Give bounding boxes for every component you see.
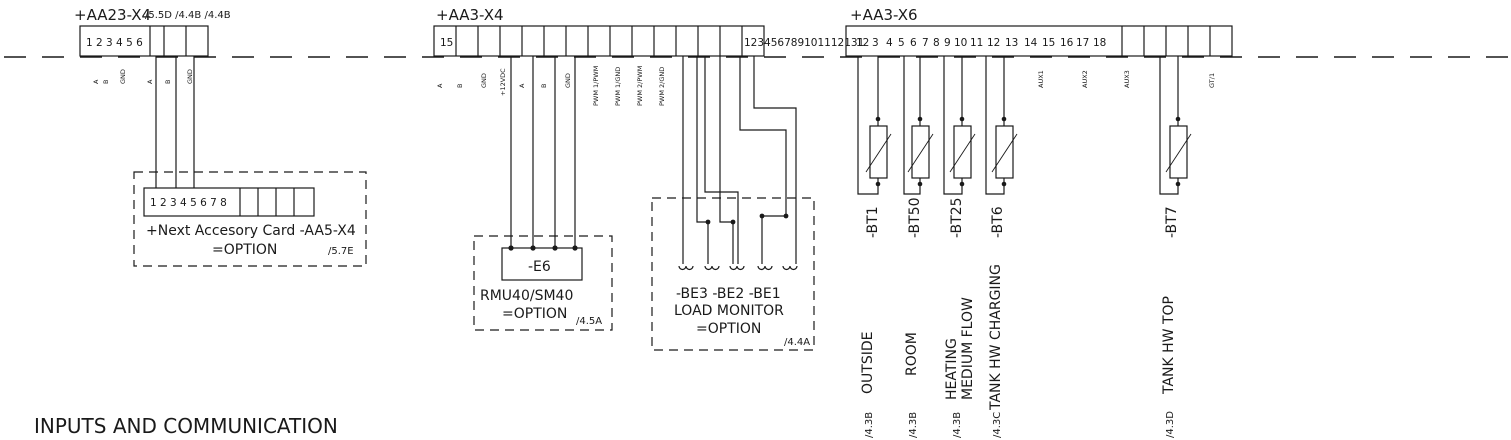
strip-aa3x4-terminals: 123456789101112131 <box>744 37 864 49</box>
aa3x6-term-5: 7 <box>922 37 929 49</box>
load-monitor-option: =OPTION <box>696 321 761 337</box>
sensor-bt6: -BT6 TANK HW CHARGING /4.3C <box>985 56 1018 438</box>
aa3x6-term-4: 6 <box>910 37 917 49</box>
aa3x6-term-14: 16 <box>1060 37 1074 49</box>
aa3x4-sig-5: B <box>540 84 548 88</box>
sensor-bt6-ref: /4.3C <box>992 412 1003 438</box>
aa3x6-sig-gt1: GT/1 <box>1208 73 1216 88</box>
aa3x4-sig-3: +12VDC <box>499 68 507 96</box>
strip-aa3x6-title: +AA3-X6 <box>850 6 918 24</box>
aa3x4-sig-7: PWM 1/PWM <box>592 66 600 106</box>
sensor-bt1: -BT1 OUTSIDE /4.3B <box>857 56 892 438</box>
sensor-bt25-desc: HEATING <box>944 338 960 400</box>
accessory-card-terminals: 1 2 3 4 5 6 7 8 <box>150 197 227 209</box>
accessory-card-option: =OPTION <box>212 242 277 258</box>
aa3x6-term-9: 11 <box>970 37 983 49</box>
sensor-bt50-ref: /4.3B <box>908 412 919 438</box>
aa3x6-term-16: 18 <box>1093 37 1106 49</box>
load-monitor-name: LOAD MONITOR <box>674 303 784 319</box>
strip-aa23-refs: /5.5D /4.4B /4.4B <box>145 10 231 21</box>
aa3x6-term-10: 12 <box>987 37 1000 49</box>
sensor-bt50-desc: ROOM <box>904 332 920 376</box>
rmu-module: -E6 RMU40/SM40 =OPTION /4.5A <box>473 235 613 331</box>
load-monitor-module: -BE3 -BE2 -BE1 LOAD MONITOR =OPTION /4.4… <box>651 197 815 351</box>
sensor-bt6-tag: -BT6 <box>990 206 1006 238</box>
accessory-card: 1 2 3 4 5 6 7 8 +Next Accesory Card -AA5… <box>133 171 367 267</box>
aa3x6-term-12: 14 <box>1024 37 1038 49</box>
sensor-bt6-desc: TANK HW CHARGING <box>988 264 1004 411</box>
aa3x6-term-6: 8 <box>933 37 940 49</box>
aa3x4-sig-9: PWM 2/PWM <box>636 66 644 106</box>
strip-aa3x4-title: +AA3-X4 <box>436 6 504 24</box>
aa3x6-sig-aux2: AUX2 <box>1081 70 1089 88</box>
accessory-card-name: +Next Accesory Card -AA5-X4 <box>146 223 356 239</box>
sensor-bt50-tag: -BT50 <box>907 197 923 238</box>
aa3x6-term-8: 10 <box>954 37 967 49</box>
aa23-sig-5: GND <box>186 69 194 84</box>
strip-aa3-x6: +AA3-X6 12 3 4 5 6 7 8 9 10 11 12 13 14 … <box>845 6 1233 88</box>
sensor-bt7-tag: -BT7 <box>1164 206 1180 238</box>
sensor-bt25-tag: -BT25 <box>949 197 965 238</box>
strip-aa3x4-first-terminal: 15 <box>440 37 453 49</box>
accessory-card-ref: /5.7E <box>328 246 354 257</box>
aa3x6-term-11: 13 <box>1005 37 1018 49</box>
aa3x4-sig-1: B <box>456 84 464 88</box>
sensor-bt25-desc2: MEDIUM FLOW <box>960 297 976 400</box>
sensor-bt1-desc: OUTSIDE <box>860 332 876 394</box>
aa23-sig-2: GND <box>119 69 127 84</box>
aa3x4-sig-0: A <box>436 83 444 88</box>
aa3x6-sig-aux1: AUX1 <box>1037 70 1045 88</box>
load-monitor-ref: /4.4A <box>784 337 810 348</box>
aa23-sig-0: A <box>92 79 100 84</box>
aa3x4-sig-2: GND <box>480 73 488 88</box>
aa3x4-sig-6: GND <box>564 73 572 88</box>
rmu-name: RMU40/SM40 <box>480 288 573 304</box>
sensor-bt7: -BT7 TANK HW TOP /4.3D <box>1159 56 1192 438</box>
rmu-option: =OPTION <box>502 306 567 322</box>
aa3x6-term-0: 12 <box>856 37 869 49</box>
strip-aa23-terminals: 1 2 3 4 5 6 <box>86 37 143 49</box>
strip-aa23-title: +AA23-X4 <box>74 6 151 24</box>
aa3x6-term-3: 5 <box>898 37 905 49</box>
sensor-bt7-desc: TANK HW TOP <box>1161 296 1177 395</box>
aa3x4-sig-4: A <box>518 83 526 88</box>
rmu-ref: /4.5A <box>576 316 602 327</box>
sensor-bt1-ref: /4.3B <box>864 412 875 438</box>
aa23-sig-3: A <box>146 79 154 84</box>
aa3x6-term-15: 17 <box>1076 37 1089 49</box>
aa3x6-sig-aux3: AUX3 <box>1123 70 1131 88</box>
aa3x6-term-13: 15 <box>1042 37 1055 49</box>
aa3x4-sig-8: PWM 1/GND <box>614 67 622 106</box>
aa23-sig-1: B <box>102 80 110 84</box>
strip-aa23-x4: +AA23-X4 /5.5D /4.4B /4.4B 1 2 3 4 5 6 A… <box>74 6 231 188</box>
aa3x6-term-7: 9 <box>944 37 951 49</box>
rmu-device-tag: -E6 <box>528 259 551 275</box>
page-title: INPUTS AND COMMUNICATION <box>34 414 338 438</box>
sensor-bt25: -BT25 HEATING MEDIUM FLOW /4.3B <box>943 56 976 438</box>
sensor-bt1-tag: -BT1 <box>865 206 881 238</box>
sensor-bt50: -BT50 ROOM /4.3B <box>903 56 934 438</box>
aa23-sig-4: B <box>164 80 172 84</box>
aa3x4-sig-10: PWM 2/GND <box>658 67 666 106</box>
aa3x6-term-2: 4 <box>886 37 893 49</box>
aa3x6-term-1: 3 <box>872 37 879 49</box>
sensor-bt25-ref: /4.3B <box>952 412 963 438</box>
sensor-bt7-ref: /4.3D <box>1165 411 1176 438</box>
load-monitor-sensors: -BE3 -BE2 -BE1 <box>676 286 781 302</box>
strip-aa3-x4: +AA3-X4 15 123456789101112131 A B GND +1… <box>433 6 864 264</box>
